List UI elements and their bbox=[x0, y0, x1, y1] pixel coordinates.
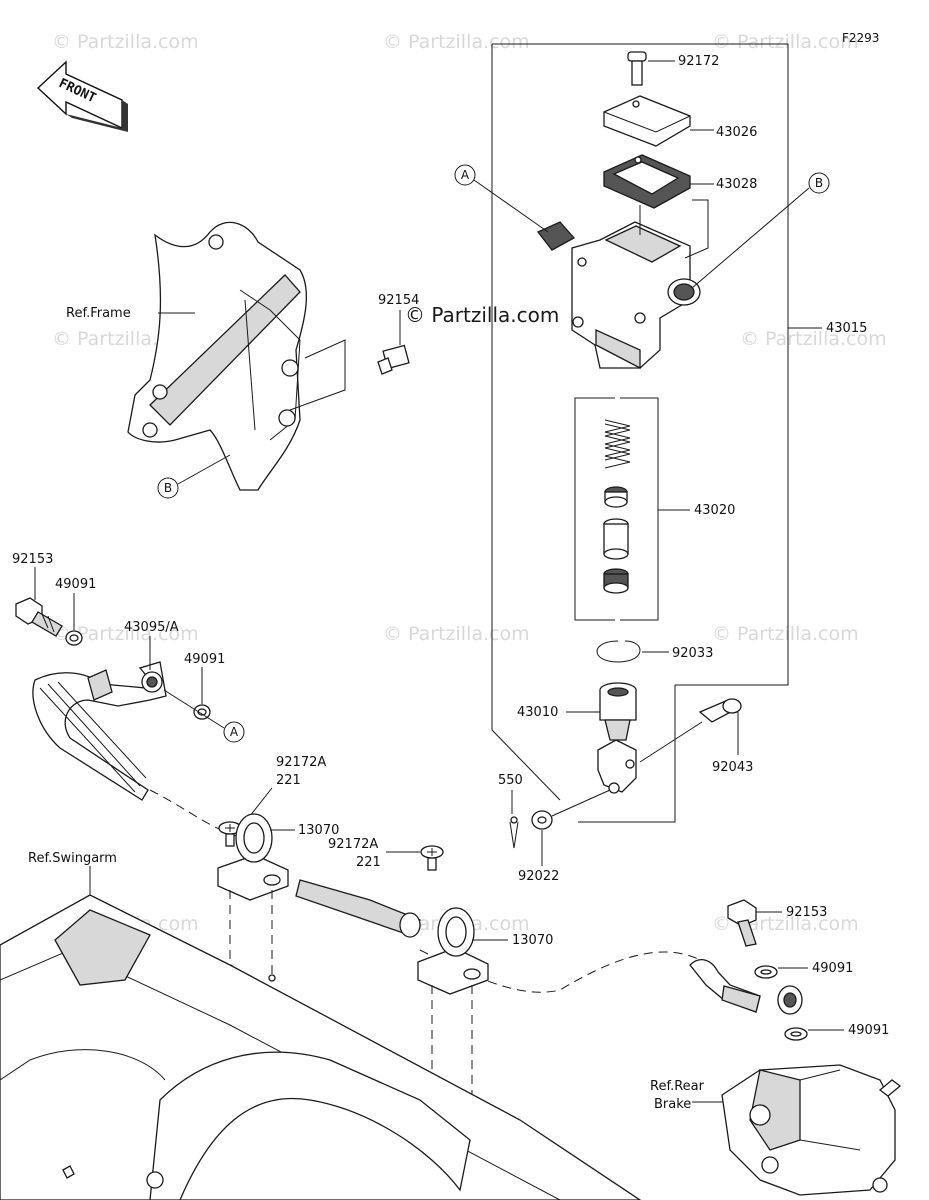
callout-b-right bbox=[808, 172, 830, 194]
callout-a-bottom bbox=[223, 721, 245, 743]
swingarm bbox=[0, 894, 642, 1200]
part-49091-d: 49091 bbox=[848, 1023, 889, 1038]
part-43010: 43010 bbox=[517, 705, 558, 720]
watermark: © Partzilla.com bbox=[52, 31, 199, 53]
brake-hose-43095A bbox=[32, 661, 167, 801]
diaphragm-43028 bbox=[603, 154, 691, 209]
callout-a-bottom-label: A bbox=[230, 725, 239, 739]
master-cylinder-body bbox=[536, 221, 701, 370]
clamp-13070-b bbox=[417, 907, 489, 995]
part-49091-a: 49091 bbox=[55, 577, 96, 592]
cap-43026 bbox=[603, 95, 691, 147]
piston-43020 bbox=[603, 518, 629, 560]
part-43020: 43020 bbox=[694, 503, 735, 518]
front-arrow-icon: FRONT bbox=[36, 60, 128, 132]
washer-49091-c bbox=[754, 965, 778, 979]
watermark: © Partzilla.com bbox=[712, 31, 859, 53]
figure-code: F2293 bbox=[842, 31, 879, 45]
washer-49091-a bbox=[65, 630, 83, 646]
callout-b-left-label: B bbox=[164, 481, 172, 495]
rear-brake-caliper bbox=[721, 1064, 902, 1196]
watermark: © Partzilla.com bbox=[383, 623, 530, 645]
part-92022: 92022 bbox=[518, 869, 559, 884]
watermark-main: © Partzilla.com bbox=[405, 303, 559, 327]
bolt-92154 bbox=[377, 344, 410, 375]
part-43095A: 43095/A bbox=[124, 620, 179, 635]
part-92043: 92043 bbox=[712, 760, 753, 775]
clamp-13070-a bbox=[217, 813, 289, 901]
clamp-pad bbox=[295, 879, 421, 938]
ref-frame-label: Ref.Frame bbox=[66, 306, 131, 321]
part-92172: 92172 bbox=[678, 54, 719, 69]
part-92033: 92033 bbox=[672, 646, 713, 661]
washer-92022 bbox=[531, 810, 553, 830]
cup-seal-43020 bbox=[604, 486, 628, 508]
banjo-bolt-92153-left bbox=[15, 597, 63, 637]
callout-a-top bbox=[454, 164, 476, 186]
part-43015: 43015 bbox=[826, 321, 867, 336]
pin-92043 bbox=[698, 698, 742, 723]
watermark: © Partzilla.com bbox=[383, 31, 530, 53]
part-92172A-b: 92172A bbox=[328, 837, 378, 852]
secondary-seal-43020 bbox=[603, 568, 629, 594]
watermark: © Partzilla.com bbox=[712, 623, 859, 645]
watermark: © Partzilla.com bbox=[740, 328, 887, 350]
callout-b-left bbox=[157, 477, 179, 499]
washer-49091-d bbox=[784, 1027, 808, 1041]
screw-92172A-b bbox=[420, 845, 444, 871]
part-221-b: 221 bbox=[356, 855, 381, 870]
spring-43020 bbox=[604, 419, 631, 469]
part-92172A-a: 92172A bbox=[276, 755, 326, 770]
clevis-43010 bbox=[597, 739, 637, 794]
washer-49091-b bbox=[193, 704, 211, 720]
part-43026: 43026 bbox=[716, 125, 757, 140]
part-13070-a: 13070 bbox=[298, 823, 339, 838]
part-92154: 92154 bbox=[378, 293, 419, 308]
ref-swingarm-label: Ref.Swingarm bbox=[28, 851, 117, 866]
part-221-a: 221 bbox=[276, 773, 301, 788]
screw-92172 bbox=[627, 51, 647, 86]
cotter-pin-550 bbox=[509, 816, 519, 849]
watermark: © Partzilla.com bbox=[52, 623, 199, 645]
ref-rear-brake-line1: Ref.Rear bbox=[650, 1079, 705, 1094]
callout-b-right-label: B bbox=[815, 176, 823, 190]
part-550: 550 bbox=[498, 773, 523, 788]
part-13070-b: 13070 bbox=[512, 933, 553, 948]
brake-hose-rear bbox=[689, 959, 803, 1015]
part-43028: 43028 bbox=[716, 177, 757, 192]
part-92153-left: 92153 bbox=[12, 552, 53, 567]
banjo-bolt-92153-right bbox=[727, 899, 757, 947]
frame-bracket bbox=[127, 221, 308, 491]
part-49091-b: 49091 bbox=[184, 652, 225, 667]
ref-rear-brake-line2: Brake bbox=[654, 1097, 691, 1112]
part-92153-right: 92153 bbox=[786, 905, 827, 920]
part-49091-c: 49091 bbox=[812, 961, 853, 976]
circlip-92033 bbox=[596, 640, 641, 663]
boot-43010 bbox=[599, 682, 637, 741]
callout-a-top-label: A bbox=[461, 168, 470, 182]
